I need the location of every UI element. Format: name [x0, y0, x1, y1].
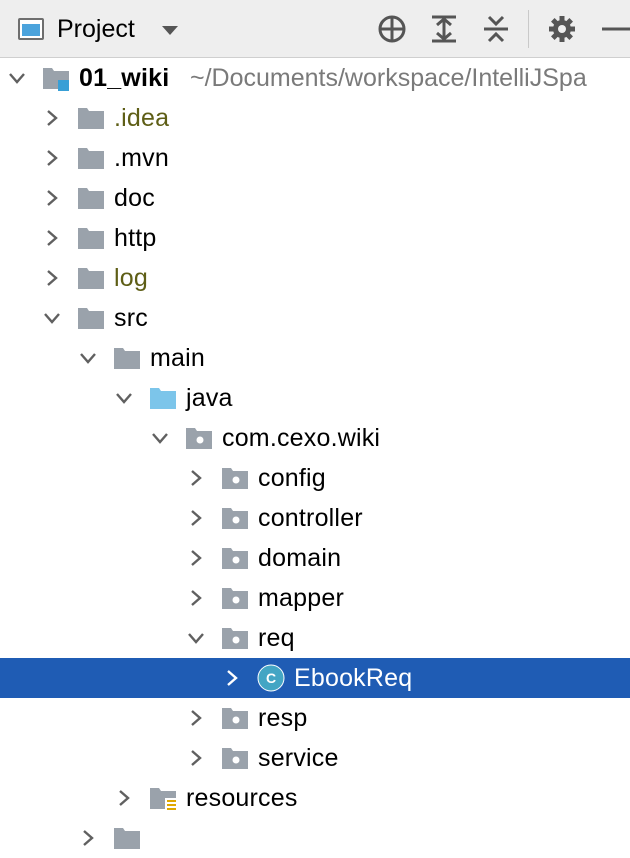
- tree-row-idea[interactable]: .idea: [0, 98, 630, 138]
- tree-row-service[interactable]: service: [0, 738, 630, 778]
- tree-row-controller[interactable]: controller: [0, 498, 630, 538]
- gear-icon[interactable]: [546, 13, 578, 45]
- package-icon: [222, 628, 248, 649]
- toolbar-separator: [528, 10, 529, 48]
- chevron-down-icon[interactable]: [159, 20, 181, 40]
- folder-icon: [78, 188, 104, 209]
- tree-row-java[interactable]: java: [0, 378, 630, 418]
- tree-label: http: [114, 224, 157, 252]
- tree-row-package-root[interactable]: com.cexo.wiki: [0, 418, 630, 458]
- tree-label: domain: [258, 544, 342, 572]
- project-path: ~/Documents/workspace/IntelliJSpa: [190, 64, 587, 92]
- hide-icon[interactable]: [598, 13, 630, 45]
- chevron-right-icon[interactable]: [41, 187, 63, 209]
- tree-row-mapper[interactable]: mapper: [0, 578, 630, 618]
- package-icon: [186, 428, 212, 449]
- tree-row-ebookreq[interactable]: C EbookReq: [0, 658, 630, 698]
- tree-row-resp[interactable]: resp: [0, 698, 630, 738]
- tree-label: resources: [186, 784, 298, 812]
- tree-label: EbookReq: [294, 664, 413, 692]
- folder-icon: [114, 348, 140, 369]
- tree-row-req[interactable]: req: [0, 618, 630, 658]
- tree-label: resp: [258, 704, 308, 732]
- chevron-down-icon[interactable]: [77, 347, 99, 369]
- chevron-right-icon[interactable]: [185, 587, 207, 609]
- folder-icon: [78, 148, 104, 169]
- folder-icon: [114, 828, 140, 849]
- folder-icon: [78, 268, 104, 289]
- chevron-right-icon[interactable]: [185, 507, 207, 529]
- chevron-right-icon[interactable]: [41, 147, 63, 169]
- project-name: 01_wiki: [79, 64, 170, 92]
- package-icon: [222, 508, 248, 529]
- chevron-right-icon[interactable]: [185, 467, 207, 489]
- tree-label: src: [114, 304, 148, 332]
- chevron-right-icon[interactable]: [113, 787, 135, 809]
- package-icon: [222, 548, 248, 569]
- chevron-right-icon[interactable]: [77, 827, 99, 849]
- package-icon: [222, 588, 248, 609]
- tree-row-http[interactable]: http: [0, 218, 630, 258]
- tree-row-mvn[interactable]: .mvn: [0, 138, 630, 178]
- tree-row-resources[interactable]: resources: [0, 778, 630, 818]
- chevron-right-icon[interactable]: [185, 547, 207, 569]
- tree-row-src[interactable]: src: [0, 298, 630, 338]
- tree-label: config: [258, 464, 326, 492]
- tree-label: mapper: [258, 584, 344, 612]
- panel-title[interactable]: Project: [57, 15, 135, 43]
- project-view-icon[interactable]: [18, 18, 44, 40]
- folder-icon: [78, 308, 104, 329]
- chevron-down-icon[interactable]: [41, 307, 63, 329]
- class-icon: C: [257, 664, 285, 692]
- tree-label: controller: [258, 504, 363, 532]
- tree-row-project-root[interactable]: 01_wiki ~/Documents/workspace/IntelliJSp…: [0, 58, 630, 98]
- chevron-down-icon[interactable]: [6, 67, 28, 89]
- folder-icon: [78, 228, 104, 249]
- tree-row-log[interactable]: log: [0, 258, 630, 298]
- tree-label: java: [186, 384, 233, 412]
- expand-all-icon[interactable]: [428, 13, 460, 45]
- tree-row-config[interactable]: config: [0, 458, 630, 498]
- select-opened-file-icon[interactable]: [376, 13, 408, 45]
- folder-icon: [78, 108, 104, 129]
- tree-row-doc[interactable]: doc: [0, 178, 630, 218]
- tree-row-partial[interactable]: [0, 818, 630, 858]
- collapse-all-icon[interactable]: [480, 13, 512, 45]
- source-folder-icon: [150, 388, 176, 409]
- tree-label: req: [258, 624, 295, 652]
- tree-label: log: [114, 264, 148, 292]
- class-icon-letter: C: [266, 670, 276, 686]
- chevron-down-icon[interactable]: [149, 427, 171, 449]
- chevron-right-icon[interactable]: [41, 227, 63, 249]
- tree-row-domain[interactable]: domain: [0, 538, 630, 578]
- package-icon: [222, 748, 248, 769]
- package-icon: [222, 708, 248, 729]
- tree-label: main: [150, 344, 205, 372]
- package-icon: [222, 468, 248, 489]
- chevron-right-icon[interactable]: [185, 747, 207, 769]
- module-folder-icon: [43, 68, 69, 91]
- chevron-down-icon[interactable]: [185, 627, 207, 649]
- chevron-right-icon[interactable]: [41, 107, 63, 129]
- project-toolbar: Project: [0, 0, 630, 58]
- tree-label: doc: [114, 184, 155, 212]
- chevron-right-icon[interactable]: [221, 667, 243, 689]
- tree-label: .mvn: [114, 144, 169, 172]
- tree-label: com.cexo.wiki: [222, 424, 381, 452]
- chevron-down-icon[interactable]: [113, 387, 135, 409]
- tree-label: .idea: [114, 104, 170, 132]
- tree-label: service: [258, 744, 339, 772]
- chevron-right-icon[interactable]: [185, 707, 207, 729]
- resources-folder-icon: [150, 788, 176, 811]
- project-tree: 01_wiki ~/Documents/workspace/IntelliJSp…: [0, 58, 630, 849]
- chevron-right-icon[interactable]: [41, 267, 63, 289]
- tree-row-main[interactable]: main: [0, 338, 630, 378]
